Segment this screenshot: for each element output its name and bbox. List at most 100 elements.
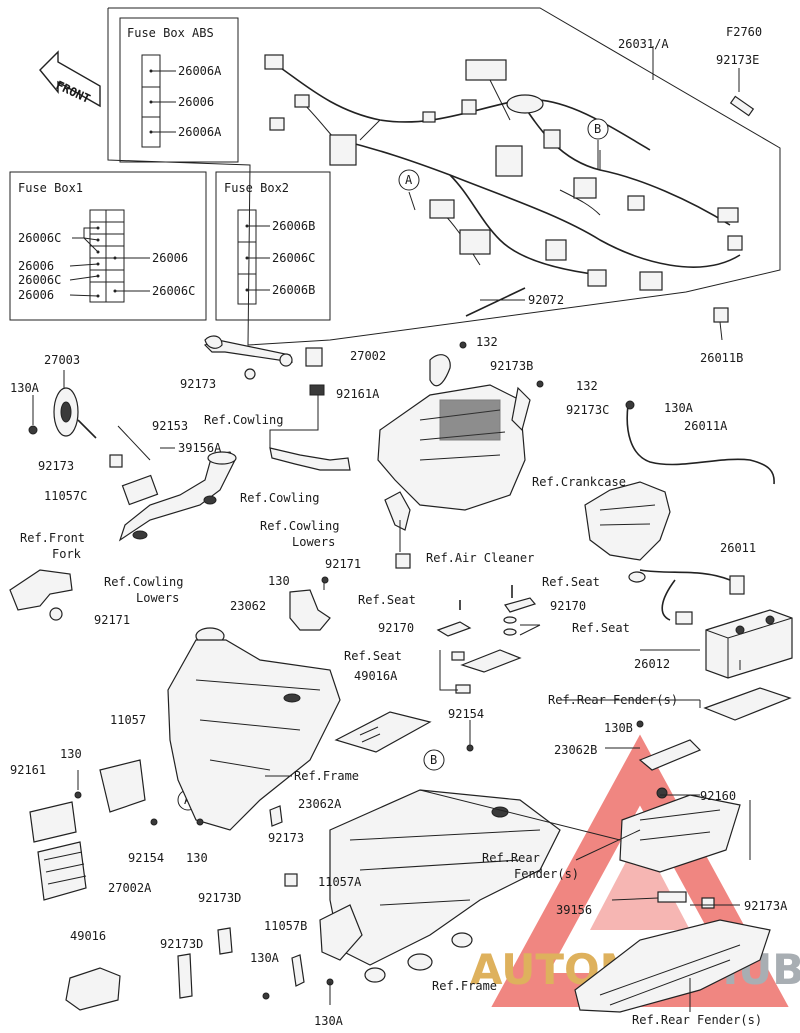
horn-assembly	[28, 370, 97, 439]
label-92171-2: 92171	[94, 613, 130, 627]
label-92170-1: 92170	[378, 621, 414, 635]
battery-pad	[703, 687, 792, 721]
ref-rear-fender-2: Ref.Rear	[482, 851, 540, 865]
ref-seat-4: Ref.Seat	[344, 649, 402, 663]
callout-a-harness-label: A	[405, 173, 413, 187]
fuse-box1-label-4: 26006C	[18, 273, 61, 287]
label-92173A: 92173A	[744, 899, 788, 913]
front-arrow: FRONT	[39, 50, 101, 108]
fuse-box-1: Fuse Box1 26006C 26006 26006 26006C 2600…	[9, 171, 207, 321]
reference-labels: Ref.Cowling Ref.Cowling Ref.Cowling Lowe…	[20, 413, 762, 1027]
label-23062: 23062	[230, 599, 266, 613]
ref-rear-fender-1: Ref.Rear Fender(s)	[548, 693, 678, 707]
label-130A-1: 130A	[10, 381, 40, 395]
label-92154-2: 92154	[128, 851, 164, 865]
label-92173-3: 92173	[268, 831, 304, 845]
label-11057C: 11057C	[44, 489, 87, 503]
label-39156A: 39156A	[178, 441, 222, 455]
label-92173D-2: 92173D	[160, 937, 203, 951]
ref-frame-2: Ref.Frame	[432, 979, 497, 993]
callout-a-harness: A	[398, 169, 420, 191]
label-92153: 92153	[152, 419, 188, 433]
fuse-box2-label-1: 26006B	[272, 219, 315, 233]
label-132-1: 132	[476, 335, 498, 349]
fuse-box1-label-1: 26006C	[18, 231, 61, 245]
fuse-box-2-title: Fuse Box2	[224, 181, 289, 195]
ref-air-cleaner: Ref.Air Cleaner	[426, 551, 534, 565]
fuse-box1-label-3: 26006	[18, 259, 54, 273]
label-92170-2: 92170	[550, 599, 586, 613]
seat-bracket-parts	[436, 585, 541, 752]
fuse-box-2: Fuse Box2 26006B 26006C 26006B	[215, 171, 331, 321]
battery	[705, 609, 793, 679]
ref-crankcase: Ref.Crankcase	[532, 475, 626, 489]
label-130-3: 130	[186, 851, 208, 865]
ref-cowling-1: Ref.Cowling	[204, 413, 283, 427]
label-26011B: 26011B	[700, 351, 743, 365]
figure-code: F2760	[726, 25, 762, 39]
label-23062A: 23062A	[298, 797, 342, 811]
label-26012: 26012	[634, 657, 670, 671]
ref-seat-2: Ref.Seat	[358, 593, 416, 607]
label-132-2: 132	[576, 379, 598, 393]
label-27003: 27003	[44, 353, 80, 367]
label-92160: 92160	[700, 789, 736, 803]
label-26011A: 26011A	[684, 419, 728, 433]
fuse-box1-label-5: 26006	[18, 288, 54, 302]
crankcase-sketch	[584, 481, 671, 561]
label-130A-2: 130A	[664, 401, 694, 415]
label-92161: 92161	[10, 763, 46, 777]
callout-b-harness: B	[587, 118, 609, 140]
label-27002: 27002	[350, 349, 386, 363]
rear-frame	[65, 789, 561, 1011]
fuse-abs-label-2: 26006	[178, 95, 214, 109]
ref-frame-1: Ref.Frame	[294, 769, 359, 783]
label-92173C: 92173C	[566, 403, 609, 417]
lower-leaders	[419, 649, 751, 1012]
label-130-2: 130	[60, 747, 82, 761]
label-130A-4: 130A	[314, 1014, 344, 1028]
label-27002A: 27002A	[108, 881, 152, 895]
fork-bracket	[109, 425, 237, 542]
air-cleaner-housing	[377, 341, 544, 569]
fuse-box-abs: Fuse Box ABS 26006A 26006 26006A	[119, 17, 239, 163]
ref-rear-fender-3: Ref.Rear Fender(s)	[632, 1013, 762, 1027]
main-wiring-harness	[264, 54, 755, 323]
part-number-labels: 26031/A 92173E 92072 26011B 27003 130A 9…	[10, 37, 788, 1028]
label-92173D-1: 92173D	[198, 891, 241, 905]
label-92072: 92072	[528, 293, 564, 307]
harness-leaders	[408, 46, 740, 341]
callout-b-frame-label: B	[430, 753, 437, 767]
label-130A-3: 130A	[250, 951, 280, 965]
callout-b-harness-label: B	[594, 122, 601, 136]
fuse-box2-label-3: 26006B	[272, 283, 315, 297]
label-11057B: 11057B	[264, 919, 307, 933]
label-92171-1: 92171	[325, 557, 361, 571]
label-39156: 39156	[556, 903, 592, 917]
ref-seat-1: Ref.Seat	[542, 575, 600, 589]
cowling-bracket-upper	[203, 335, 293, 380]
ref-cowling-lowers-1b: Lowers	[292, 535, 335, 549]
fuse-box2-label-2: 26006C	[272, 251, 315, 265]
rear-fender-tray	[574, 720, 771, 1013]
starter-relay-wires	[628, 569, 745, 625]
fuse-abs-label-3: 26006A	[178, 125, 222, 139]
label-130-1: 130	[268, 574, 290, 588]
label-49016: 49016	[70, 929, 106, 943]
label-92154-1: 92154	[448, 707, 484, 721]
ref-seat-3: Ref.Seat	[572, 621, 630, 635]
front-frame	[29, 576, 341, 901]
ref-cowling-lowers-1: Ref.Cowling	[260, 519, 339, 533]
ref-cowling-lowers-2b: Lowers	[136, 591, 179, 605]
label-92173-1: 92173	[38, 459, 74, 473]
ref-cowling-lowers-2: Ref.Cowling	[104, 575, 183, 589]
ref-cowling-2: Ref.Cowling	[240, 491, 319, 505]
fuse-box1-label-2: 26006	[152, 251, 188, 265]
label-130B: 130B	[604, 721, 633, 735]
fuse-box-1-title: Fuse Box1	[18, 181, 83, 195]
fuse-box1-label-6: 26006C	[152, 284, 195, 298]
label-26011: 26011	[720, 541, 756, 555]
harness-section-border	[107, 7, 781, 346]
